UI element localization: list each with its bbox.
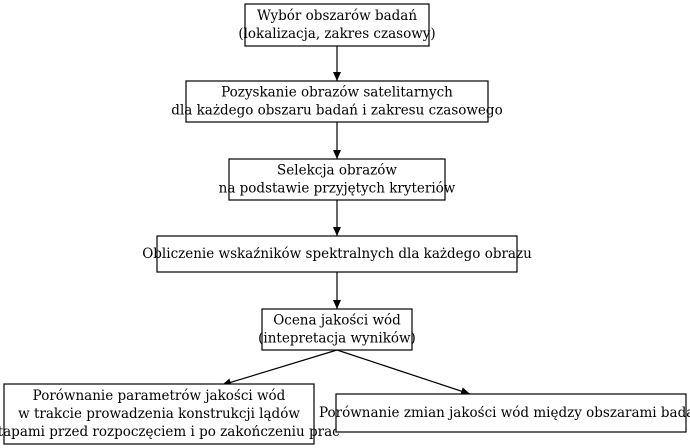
node-box xyxy=(156,235,518,273)
node-box xyxy=(185,80,489,123)
node-label-line: Wybór obszarów badań xyxy=(257,8,417,24)
node-label-line: Pozyskanie obrazów satelitarnych xyxy=(221,85,453,101)
node-box xyxy=(261,308,413,351)
node-n3: Selekcja obrazów na podstawie przyjętych … xyxy=(219,158,456,201)
node-label-line: (lokalizacja, zakres czasowy) xyxy=(238,26,435,42)
node-n1: Wybór obszarów badań (lokalizacja, zakres… xyxy=(238,3,436,47)
node-label-line: Porównanie zmian jakości wód między obsz… xyxy=(319,405,690,421)
edges-layer xyxy=(221,46,471,395)
arrow-n5-n6 xyxy=(221,349,338,387)
node-label-line: Selekcja obrazów xyxy=(277,163,397,179)
arrow-n5-n7 xyxy=(336,349,471,395)
node-n7: Porównanie zmian jakości wód między obsz… xyxy=(319,393,690,433)
node-label-line: Porównanie parametrów jakości wód xyxy=(33,388,286,404)
node-n6: Porównanie parametrów jakości wód w trakc… xyxy=(0,383,340,445)
node-box xyxy=(244,3,430,47)
node-box xyxy=(228,158,446,201)
node-label-line: (intepretacja wyników) xyxy=(258,331,416,347)
node-n5: Ocena jakości wód (intepretacja wyników) xyxy=(258,308,416,351)
node-n2: Pozyskanie obrazów satelitarnych dla każd… xyxy=(171,80,503,123)
node-n4: Obliczenie wskaźników spektralnych dla k… xyxy=(142,235,532,273)
node-box xyxy=(3,383,315,445)
node-box xyxy=(335,393,687,433)
node-label-line: na podstawie przyjętych kryteriów xyxy=(219,181,456,197)
node-label-line: z etapami przed rozpoczęciem i po zakońc… xyxy=(0,424,340,440)
nodes-layer: Wybór obszarów badań (lokalizacja, zakres… xyxy=(0,3,690,445)
node-label-line: Ocena jakości wód xyxy=(273,313,401,329)
node-label-line: w trakcie prowadzenia konstrukcji lądów xyxy=(18,406,300,422)
node-label-line: dla każdego obszaru badań i zakresu czas… xyxy=(171,103,502,119)
node-label-line: Obliczenie wskaźników spektralnych dla k… xyxy=(142,246,532,262)
